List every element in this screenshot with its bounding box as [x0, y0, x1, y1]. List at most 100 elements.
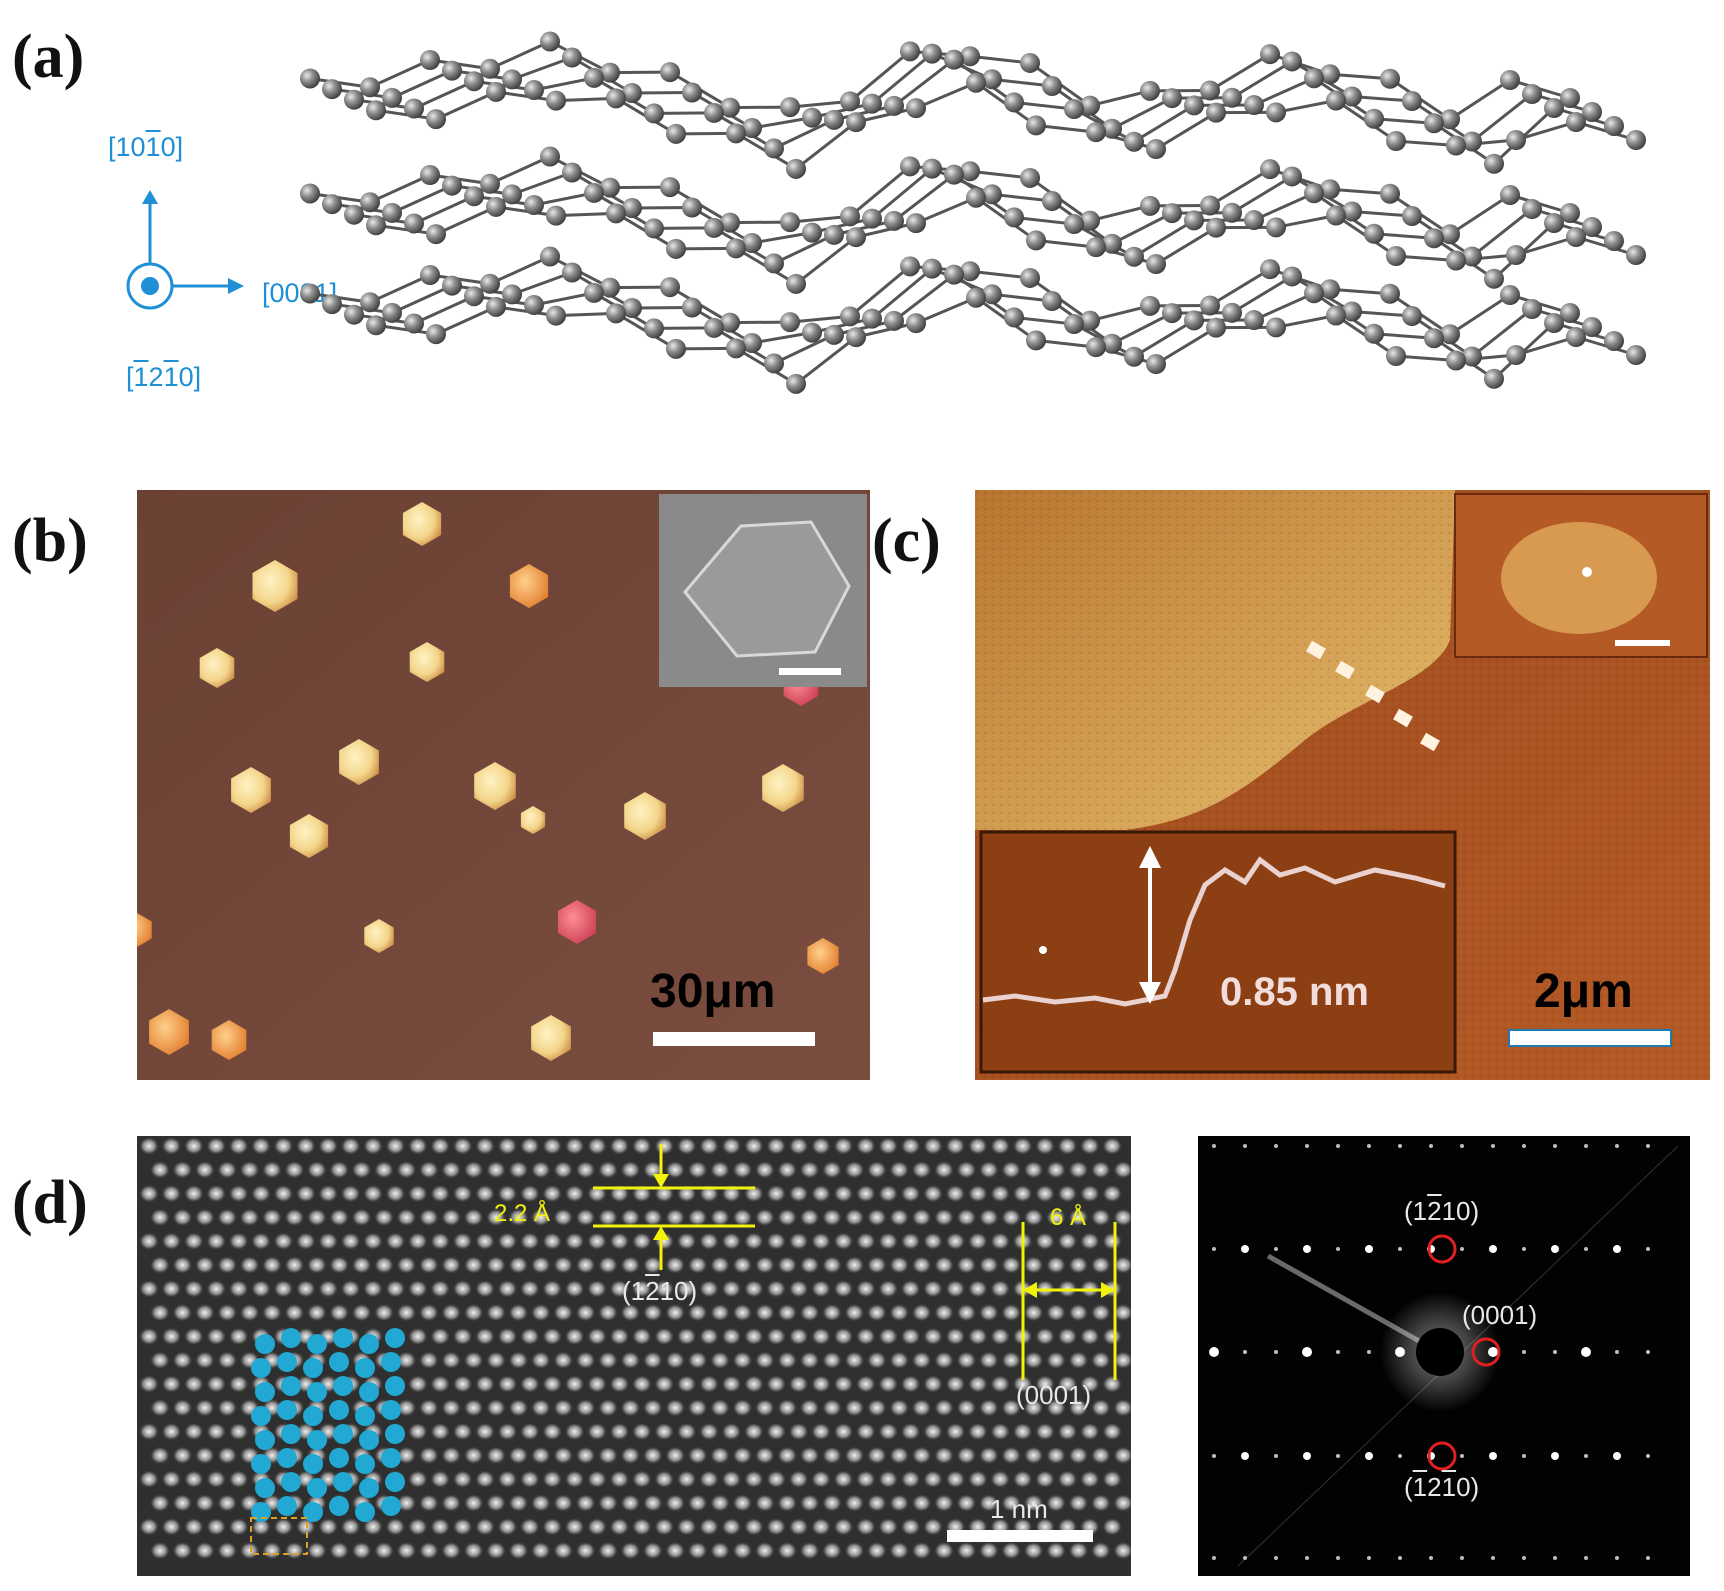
stem-atom	[183, 1184, 204, 1203]
stem-atom	[228, 1375, 249, 1393]
atom	[1560, 88, 1580, 108]
stem-atom	[1090, 1541, 1111, 1560]
stem-atom	[508, 1208, 529, 1227]
bond	[1111, 311, 1173, 346]
bond	[729, 320, 791, 325]
overlay-atom	[255, 1334, 275, 1354]
stem-atom	[822, 1160, 842, 1179]
atom	[1402, 306, 1422, 326]
stem-atom	[430, 1279, 451, 1298]
stem-atom	[508, 1303, 529, 1322]
scale-bar-c-label: 2μm	[1534, 965, 1633, 1018]
stem-atom	[609, 1470, 630, 1489]
atom	[1626, 245, 1646, 265]
stem-atom	[609, 1327, 630, 1346]
bond	[1253, 76, 1315, 107]
stem-atom	[1090, 1256, 1111, 1274]
atom	[922, 158, 942, 179]
stem-atom	[598, 1398, 618, 1417]
stem-atom	[799, 1398, 820, 1417]
atom	[1506, 130, 1526, 150]
stem-atom	[900, 1375, 921, 1393]
stem-atom	[194, 1208, 215, 1227]
diffraction-spot	[1522, 1454, 1526, 1458]
stem-atom	[1057, 1137, 1078, 1155]
atom	[600, 62, 620, 83]
atom	[1162, 88, 1182, 109]
bond	[555, 96, 617, 103]
stem-atom	[923, 1232, 943, 1251]
stem-atom	[172, 1208, 193, 1227]
stem-atom	[978, 1494, 999, 1512]
stem-atom	[654, 1279, 675, 1298]
atom	[780, 97, 800, 118]
overlay-atom	[281, 1472, 301, 1492]
atom	[1124, 246, 1144, 267]
stem-atom	[609, 1422, 630, 1441]
stem-atom	[542, 1232, 563, 1251]
bond	[789, 314, 851, 324]
stem-atom	[766, 1232, 787, 1251]
atom	[404, 313, 424, 334]
stem-atom	[374, 1160, 394, 1179]
stem-atom	[564, 1137, 585, 1155]
stem-atom	[687, 1351, 708, 1370]
stem-atom	[710, 1446, 730, 1465]
atom	[944, 49, 964, 70]
overlay-atom	[307, 1478, 327, 1498]
atom	[1102, 333, 1122, 354]
atom	[900, 256, 920, 277]
stem-atom	[217, 1351, 238, 1370]
stem-atom	[542, 1517, 563, 1536]
plane-label-1: (1210)	[622, 1276, 698, 1306]
stem-atom	[878, 1232, 899, 1251]
stem-atom	[1035, 1232, 1055, 1251]
stem-atom	[1035, 1137, 1055, 1155]
stem-atom	[911, 1303, 932, 1322]
bond	[855, 106, 917, 124]
atom	[562, 47, 582, 68]
atom	[1462, 131, 1482, 152]
stem-atom	[945, 1137, 966, 1155]
overlay-atom	[303, 1358, 323, 1378]
stem-atom	[598, 1208, 618, 1227]
bond	[1231, 275, 1293, 315]
bond	[451, 184, 513, 196]
atom	[540, 246, 560, 267]
atom	[846, 227, 866, 248]
atom	[704, 102, 724, 123]
atom	[382, 202, 402, 223]
bond	[533, 76, 595, 92]
overlay-atom	[355, 1502, 375, 1522]
stem-atom	[161, 1375, 182, 1393]
atom	[720, 212, 740, 233]
overlay-atom	[329, 1496, 349, 1516]
stem-atom	[788, 1327, 809, 1346]
diffraction-spot	[1615, 1556, 1619, 1560]
atom	[1146, 354, 1166, 374]
bond	[435, 90, 497, 121]
atom	[1582, 317, 1602, 337]
stem-atom	[396, 1303, 417, 1322]
stem-atom	[866, 1351, 887, 1370]
stem-atom	[889, 1160, 910, 1179]
stem-atom	[340, 1232, 361, 1251]
bond	[1231, 175, 1293, 215]
stem-atom	[150, 1160, 170, 1179]
stem-atom	[418, 1494, 439, 1512]
diffraction-spot	[1367, 1350, 1371, 1354]
flake	[624, 792, 666, 840]
stem-atom	[172, 1303, 193, 1322]
stem-atom	[978, 1256, 999, 1274]
stem-atom	[452, 1470, 473, 1489]
stem-atom	[1012, 1375, 1033, 1393]
atom	[1304, 283, 1324, 304]
stem-atom	[721, 1232, 742, 1251]
diffraction-spot	[1522, 1556, 1526, 1560]
atom	[300, 183, 320, 204]
diffraction-spot	[1274, 1350, 1278, 1354]
bond	[1013, 100, 1075, 111]
stem-atom	[598, 1303, 618, 1322]
stem-atom	[855, 1279, 876, 1298]
atom	[944, 164, 964, 185]
